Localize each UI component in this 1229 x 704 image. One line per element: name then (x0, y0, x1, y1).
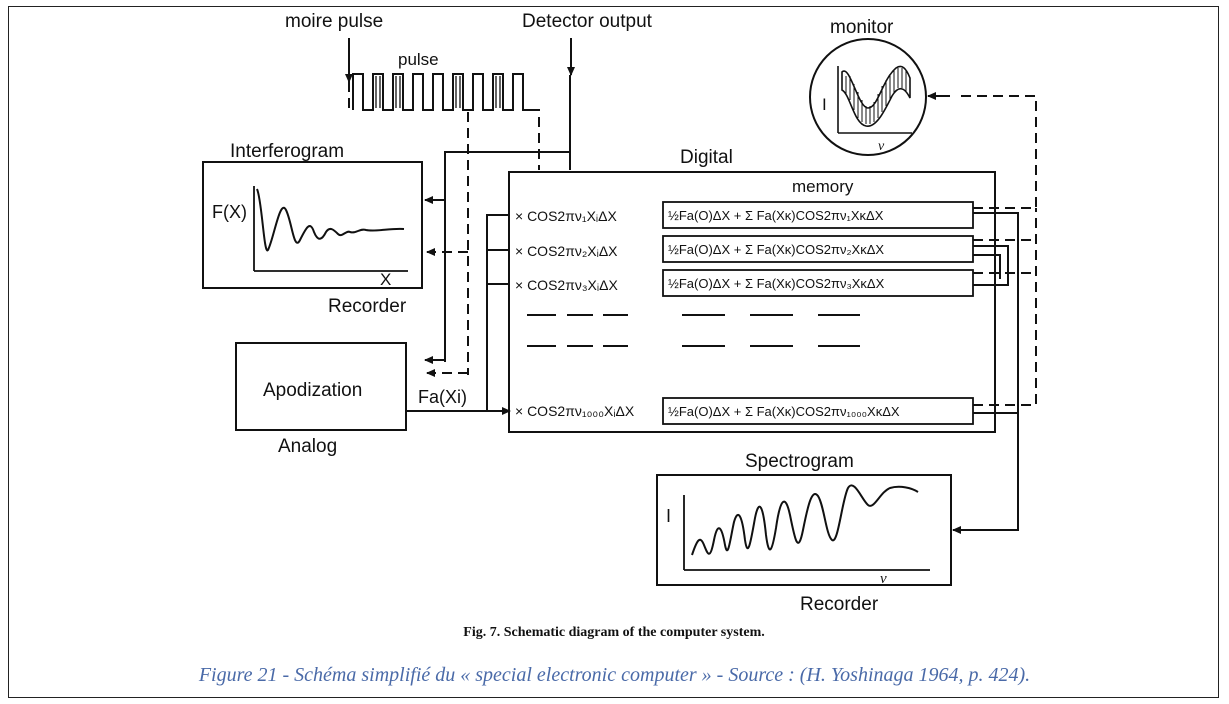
moire-pulse-label: moire pulse (285, 11, 383, 32)
digital-label: Digital (680, 147, 733, 168)
spectrogram-title: Spectrogram (745, 451, 854, 472)
monitor-label: monitor (830, 17, 894, 38)
monitor-screen (809, 38, 927, 156)
monitor-i-label: I (822, 95, 827, 114)
interferogram-x-label: X (380, 270, 391, 289)
memory-cell-1-text: ½Fa(O)ΔX + Σ Fa(Xκ)COS2πν₁XκΔX (668, 208, 884, 223)
analog-label: Analog (278, 436, 337, 457)
memory-cell-3-text: ½Fa(O)ΔX + Σ Fa(Xκ)COS2πν₃XκΔX (668, 276, 885, 291)
spectrogram-i-label: I (666, 506, 671, 526)
interferogram-recorder-label: Recorder (328, 296, 407, 317)
memory-cell-1000-text: ½Fa(O)ΔX + Σ Fa(Xκ)COS2πν₁₀₀₀XκΔX (668, 404, 900, 419)
spectrogram-recorder-label: Recorder (800, 594, 879, 615)
memory-label: memory (792, 177, 854, 196)
apodization-box (235, 342, 407, 431)
monitor-feed-lines (960, 95, 1037, 406)
memory-cell-3 (662, 269, 974, 297)
memory-cell-2 (662, 235, 974, 263)
pulse-label: pulse (398, 50, 439, 69)
multiplier-bus (486, 214, 509, 411)
pulse-control-lines (348, 82, 540, 375)
monitor-nu-label: ν (878, 139, 885, 154)
apodization-label: Apodization (263, 380, 362, 401)
multiplier-3: × COS2πν₃XᵢΔX (515, 277, 618, 293)
interferogram-title: Interferogram (230, 141, 344, 162)
monitor-band (841, 65, 911, 127)
pulse-train (352, 73, 530, 111)
interferogram-trace (256, 188, 405, 252)
memory-cell-2-text: ½Fa(O)ΔX + Σ Fa(Xκ)COS2πν₂XκΔX (668, 242, 884, 257)
multiplier-1000: × COS2πν₁₀₀₀XᵢΔX (515, 403, 635, 419)
fig-caption: Fig. 7. Schematic diagram of the compute… (463, 625, 764, 640)
pulse-hatching (375, 76, 501, 108)
spectrogram-nu-label: ν (880, 571, 887, 587)
memory-cell-1000 (662, 397, 974, 425)
multiplier-2: × COS2πν₂XᵢΔX (515, 243, 618, 259)
interferogram-recorder-box (202, 161, 423, 289)
detector-signal-lines (444, 75, 571, 362)
fa-xi-label: Fa(Xi) (418, 387, 467, 407)
monitor-hatching (845, 68, 907, 124)
digital-box (508, 171, 996, 433)
memory-output-lines (973, 212, 1019, 531)
figure-caption: Figure 21 - Schéma simplifié du « specia… (198, 664, 1031, 686)
spectrogram-trace (691, 484, 919, 556)
omitted-rows (527, 314, 860, 347)
memory-cell-1 (662, 201, 974, 229)
multiplier-1: × COS2πν₁XᵢΔX (515, 208, 617, 224)
fx-label: F(X) (212, 202, 247, 222)
figure-frame (8, 6, 1219, 698)
detector-output-label: Detector output (522, 11, 653, 32)
spectrogram-recorder-box (656, 474, 952, 586)
